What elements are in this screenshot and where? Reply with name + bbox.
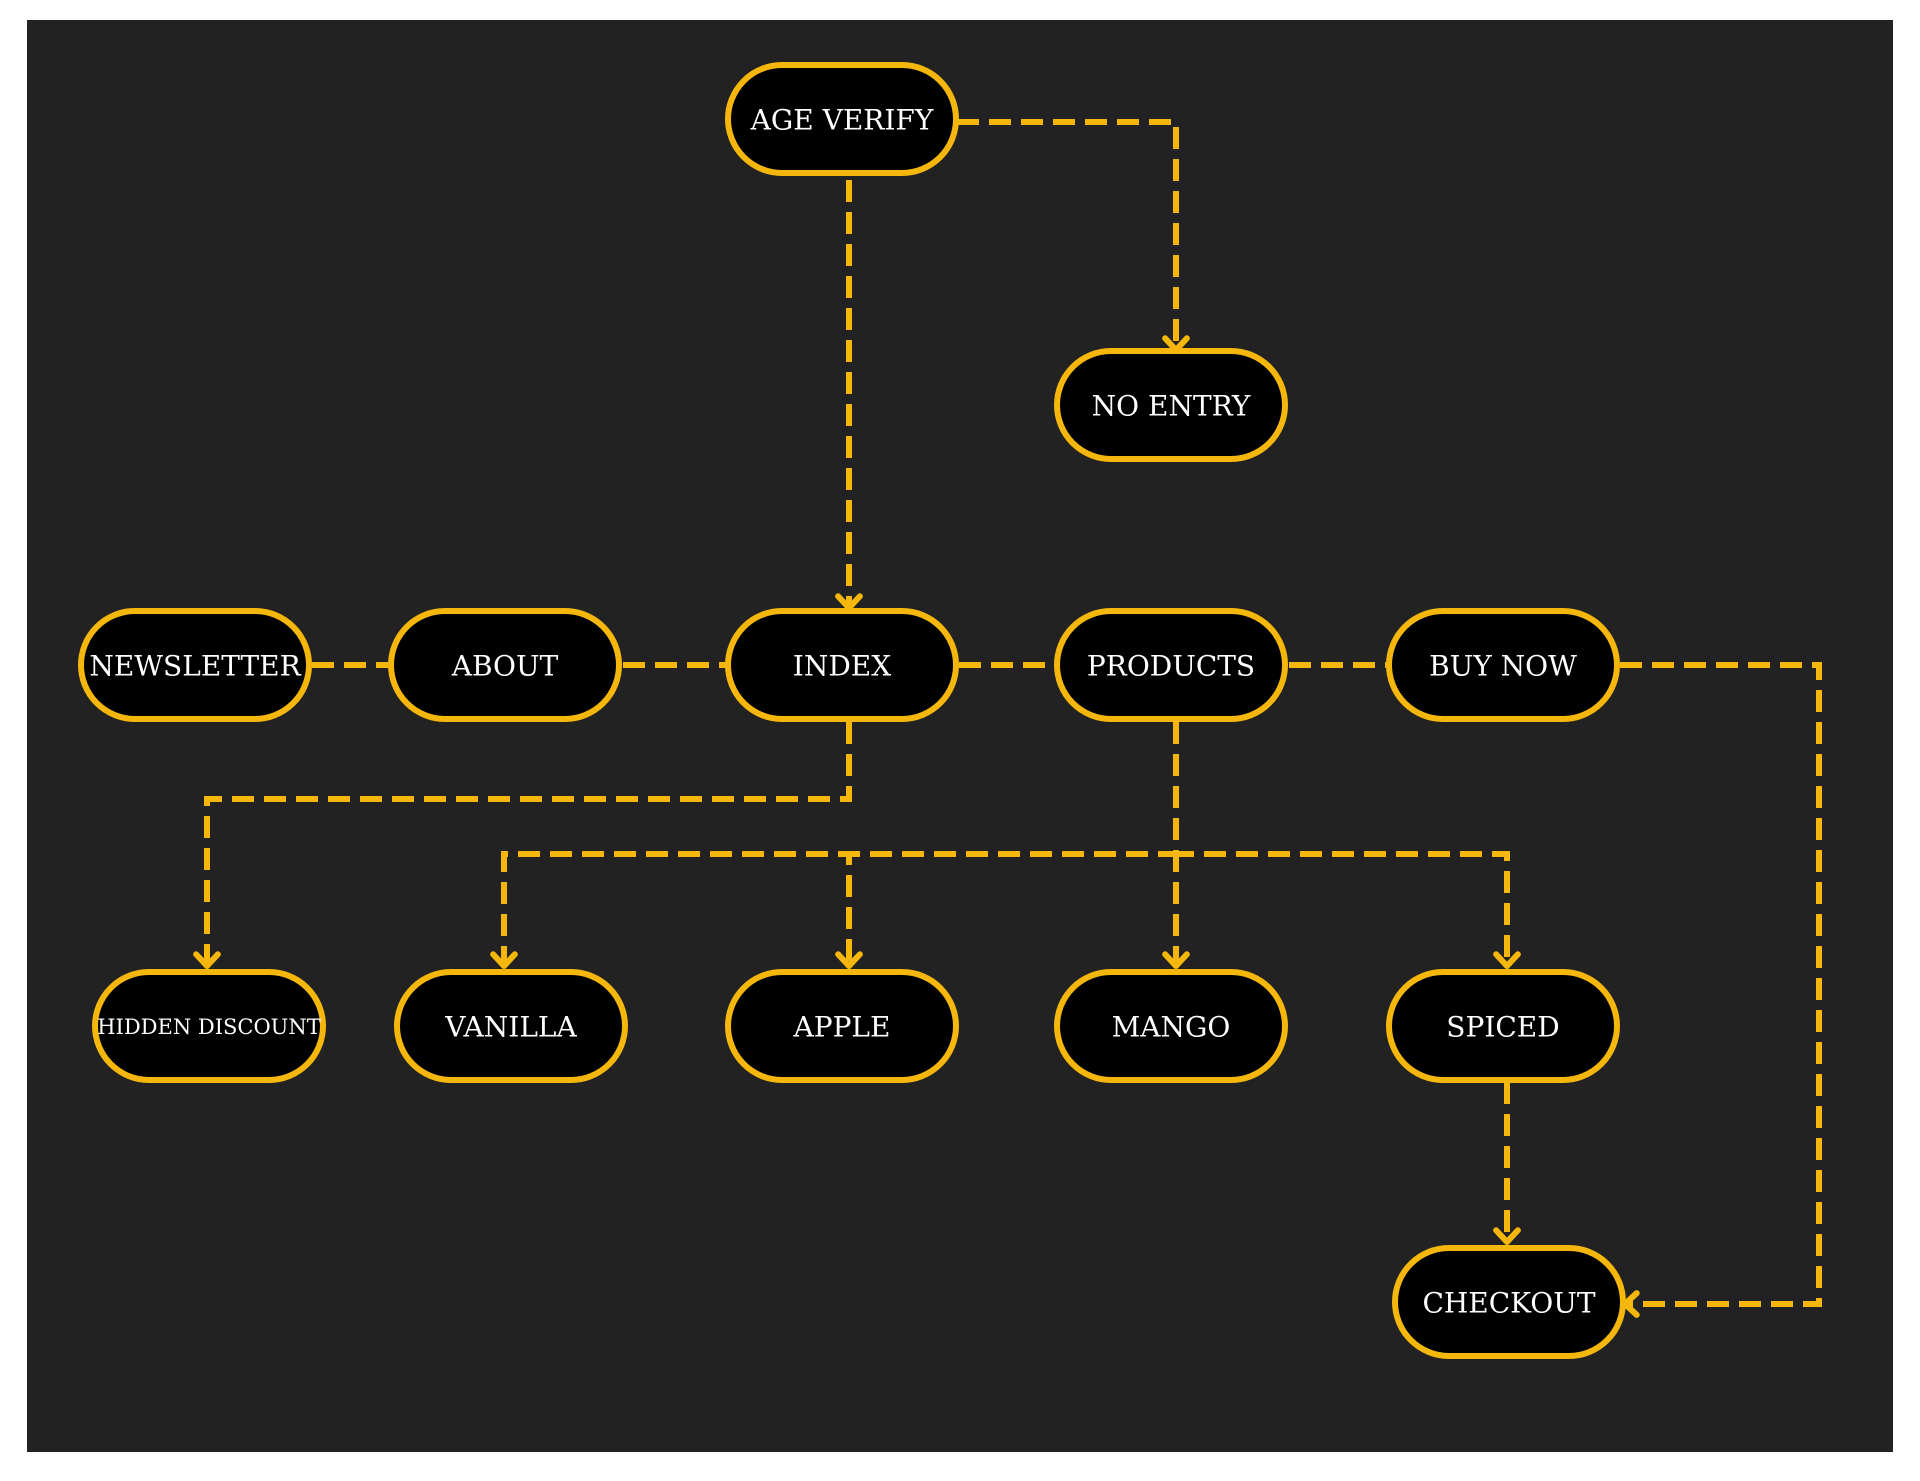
- node-shape: [1392, 1245, 1626, 1359]
- node-shape: [725, 608, 959, 722]
- node-shape: [1054, 969, 1288, 1083]
- node-label: NEWSLETTER: [89, 650, 301, 683]
- node-shape: [725, 969, 959, 1083]
- arrowhead-icon: [1162, 951, 1190, 969]
- edge-line: [957, 119, 1179, 350]
- node-label: INDEX: [793, 650, 891, 683]
- node-label: VANILLA: [444, 1011, 577, 1044]
- diagram-background: [27, 20, 1893, 1452]
- arrowhead-icon: [835, 951, 863, 969]
- node-shape: [1386, 969, 1620, 1083]
- edge-line: [1620, 662, 1822, 1307]
- node-products[interactable]: PRODUCTS: [1054, 608, 1288, 722]
- node-buy-now[interactable]: BUY NOW: [1386, 608, 1620, 722]
- node-label: CHECKOUT: [1422, 1287, 1595, 1320]
- edge-products-to-spiced: [1173, 722, 1521, 969]
- node-label: APPLE: [793, 1011, 891, 1044]
- node-label: SPICED: [1446, 1011, 1559, 1044]
- node-newsletter[interactable]: NEWSLETTER: [78, 608, 312, 722]
- node-no-entry[interactable]: NO ENTRY: [1054, 348, 1288, 462]
- arrowhead-icon: [1493, 1227, 1521, 1245]
- edge-spiced-to-checkout: [1493, 1082, 1521, 1245]
- edge-line: [204, 722, 852, 966]
- node-shape: [78, 608, 312, 722]
- arrowhead-icon: [1493, 951, 1521, 969]
- site-flow-diagram: AGE VERIFY NO ENTRY NEWSLETTER ABOUT INDEX PR…: [27, 20, 1893, 1452]
- node-shape: [725, 62, 959, 176]
- node-shape: [388, 608, 622, 722]
- arrowhead-icon: [193, 951, 221, 969]
- node-label: PRODUCTS: [1087, 650, 1255, 683]
- node-apple[interactable]: APPLE: [725, 969, 959, 1083]
- node-shape: [1386, 608, 1620, 722]
- node-checkout[interactable]: CHECKOUT: [1392, 1245, 1626, 1359]
- node-spiced[interactable]: SPICED: [1386, 969, 1620, 1083]
- nodes-layer: AGE VERIFY NO ENTRY NEWSLETTER ABOUT INDEX PR…: [78, 62, 1626, 1359]
- node-shape: [1054, 608, 1288, 722]
- node-shape: [92, 969, 326, 1083]
- diagram-canvas: AGE VERIFY NO ENTRY NEWSLETTER ABOUT INDEX PR…: [27, 20, 1893, 1452]
- node-hidden-discount[interactable]: HIDDEN DISCOUNT: [92, 969, 326, 1083]
- node-age-verify[interactable]: AGE VERIFY: [725, 62, 959, 176]
- node-index[interactable]: INDEX: [725, 608, 959, 722]
- edges-layer: [193, 119, 1822, 1318]
- node-label: ABOUT: [451, 650, 559, 683]
- node-shape: [394, 969, 628, 1083]
- node-label: HIDDEN DISCOUNT: [97, 1015, 321, 1039]
- node-label: MANGO: [1112, 1011, 1231, 1044]
- node-label: NO ENTRY: [1092, 390, 1251, 423]
- edge-index-to-hidden-discount: [193, 722, 852, 969]
- node-label: AGE VERIFY: [750, 104, 934, 137]
- node-label: BUY NOW: [1429, 650, 1577, 683]
- edge-line: [1173, 722, 1510, 966]
- node-vanilla[interactable]: VANILLA: [394, 969, 628, 1083]
- arrowhead-icon: [490, 951, 518, 969]
- node-shape: [1054, 348, 1288, 462]
- node-mango[interactable]: MANGO: [1054, 969, 1288, 1083]
- node-about[interactable]: ABOUT: [388, 608, 622, 722]
